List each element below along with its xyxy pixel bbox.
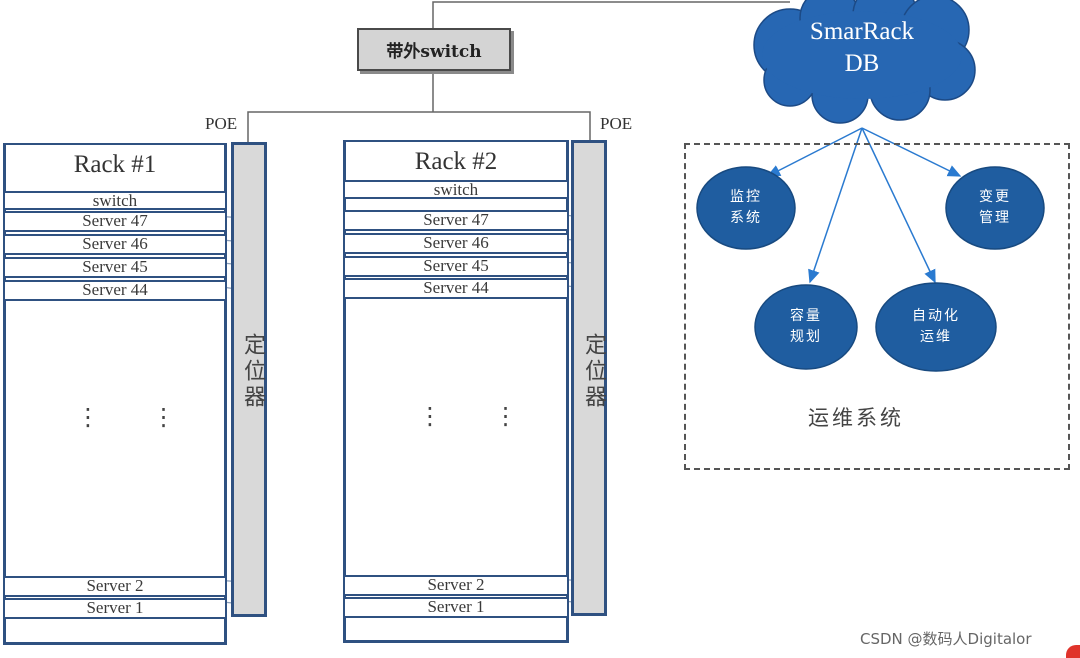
rack-2-slot-server-47: Server 47: [343, 210, 569, 231]
rack-2: Rack #2 switch Server 47 Server 46 Serve…: [343, 140, 569, 643]
cloud-line1: SmarRack: [809, 18, 915, 45]
ops-system-box: [684, 143, 1070, 470]
rack-2-ellipsis: ⋮ ⋮: [418, 402, 540, 430]
rack-2-locator-label: 定位器: [581, 333, 606, 411]
rack-2-title: Rack #2: [414, 148, 498, 175]
rack-1-slot-server-46: Server 46: [3, 234, 227, 255]
node-automation: [875, 282, 997, 372]
oob-switch-box: 带外switch: [357, 28, 511, 71]
rack-1-slot-server-1: Server 1: [3, 598, 227, 619]
node-automation-label: 自动化 运维: [912, 308, 960, 345]
rack-1-locator-label: 定位器: [240, 333, 265, 411]
watermark: CSDN @数码人Digitalor: [860, 630, 1032, 648]
corner-badge-icon: [1066, 645, 1080, 658]
rack-1-ellipsis: ⋮ ⋮: [76, 403, 198, 431]
rack-1-locator: [231, 142, 267, 617]
poe-label-left: POE: [205, 114, 238, 133]
arrow-to-change: [861, 127, 962, 177]
rack-2-slot-server-44: Server 44: [343, 278, 569, 299]
rack-1-slot-switch: switch: [3, 191, 227, 210]
rack-2-slot-server-2: Server 2: [343, 575, 569, 596]
rack-1: Rack #1 switch Server 47 Server 46 Serve…: [3, 143, 227, 645]
ops-system-title: 运维系统: [808, 406, 904, 430]
node-change-label: 变更 管理: [979, 189, 1011, 226]
arrow-to-automation: [861, 127, 936, 284]
rack-2-slot-switch: switch: [343, 180, 569, 199]
rack-1-slot-server-45: Server 45: [3, 257, 227, 278]
node-monitor: [696, 166, 796, 250]
rack-1-slot-server-47: Server 47: [3, 211, 227, 232]
rack-2-locator: [571, 140, 607, 616]
node-capacity: [754, 284, 858, 370]
poe-label-right: POE: [600, 114, 633, 133]
rack-1-slot-server-44: Server 44: [3, 280, 227, 301]
rack-1-slot-server-2: Server 2: [3, 576, 227, 597]
smarrack-db-cloud: [753, 0, 976, 124]
node-capacity-label: 容量 规划: [790, 308, 822, 345]
rack-2-slot-server-45: Server 45: [343, 256, 569, 277]
switch-to-db-line: [432, 1, 790, 28]
cloud-line2: DB: [844, 50, 880, 77]
rack-2-slot-server-1: Server 1: [343, 597, 569, 618]
poe-bus-line: [247, 111, 591, 142]
oob-switch-label: 带外switch: [386, 42, 482, 62]
node-monitor-label: 监控 系统: [730, 189, 762, 226]
arrow-to-capacity: [808, 127, 863, 284]
rack-2-slot-server-46: Server 46: [343, 233, 569, 254]
cloud-label: SmarRack DB: [782, 16, 942, 80]
arrow-to-monitor: [766, 127, 863, 177]
node-change: [945, 166, 1045, 250]
rack-1-title: Rack #1: [73, 151, 157, 178]
